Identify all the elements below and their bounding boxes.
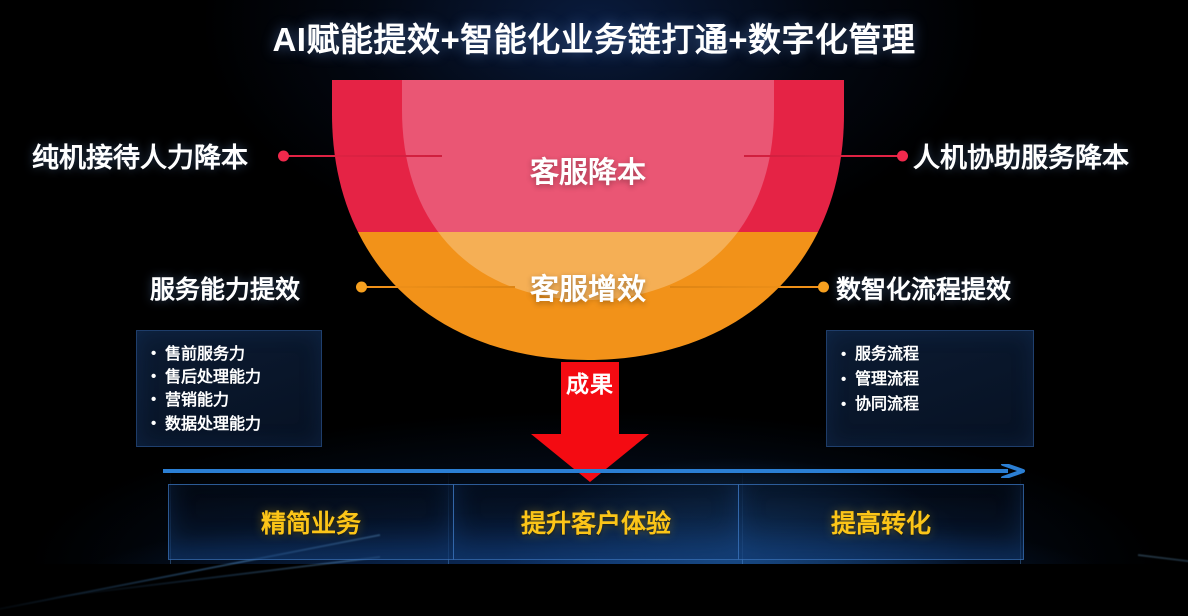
connector-line-top-right: [744, 150, 908, 162]
funnel-stage-label-1: 客服增效: [529, 274, 646, 306]
funnel-stage-label-0: 客服降本: [529, 157, 646, 189]
list-item: 售前服务力: [151, 343, 305, 366]
funnel-fill-stage-0: [402, 80, 774, 232]
list-item: 售后处理能力: [151, 366, 305, 389]
outcome-label: 精简业务: [260, 510, 361, 538]
list-item: 管理流程: [841, 368, 1017, 393]
page-title: AI赋能提效+智能化业务链打通+数字化管理: [272, 21, 916, 58]
label-top-left: 纯机接待人力降本: [32, 143, 248, 173]
flow-arrow-icon: [163, 464, 1029, 478]
outcome-label: 提高转化: [830, 510, 931, 538]
list-item: 协同流程: [841, 393, 1017, 418]
list-item: 营销能力: [151, 389, 305, 412]
outcome-label: 提升客户体验: [520, 510, 671, 538]
connector-dot: [818, 281, 829, 293]
connector-dot: [356, 281, 367, 293]
light-ray: [42, 556, 381, 600]
connector-line-mid-right: [670, 281, 829, 293]
outcome-boxes: 精简业务 提升客户体验 提高转化: [168, 484, 1024, 560]
connector-dot: [278, 150, 289, 162]
funnel-diagram: 客服降本 客服增效: [310, 74, 866, 374]
bullet-box-right: 服务流程 管理流程 协同流程: [826, 330, 1034, 447]
outcome-box-2[interactable]: 提高转化: [738, 484, 1024, 560]
connector-line-top-left: [278, 150, 442, 162]
outcome-box-0[interactable]: 精简业务: [168, 484, 454, 560]
connector-dot: [897, 150, 908, 162]
label-top-right: 人机协助服务降本: [913, 143, 1129, 173]
bullet-box-left: 售前服务力 售后处理能力 营销能力 数据处理能力: [136, 330, 322, 447]
list-item: 服务流程: [841, 343, 1017, 368]
light-ray: [1137, 554, 1188, 597]
outcome-box-1[interactable]: 提升客户体验: [453, 484, 739, 560]
label-mid-right: 数智化流程提效: [836, 276, 1012, 304]
connector-line-mid-left: [356, 281, 515, 293]
label-mid-left: 服务能力提效: [150, 276, 301, 304]
list-item: 数据处理能力: [151, 413, 305, 436]
